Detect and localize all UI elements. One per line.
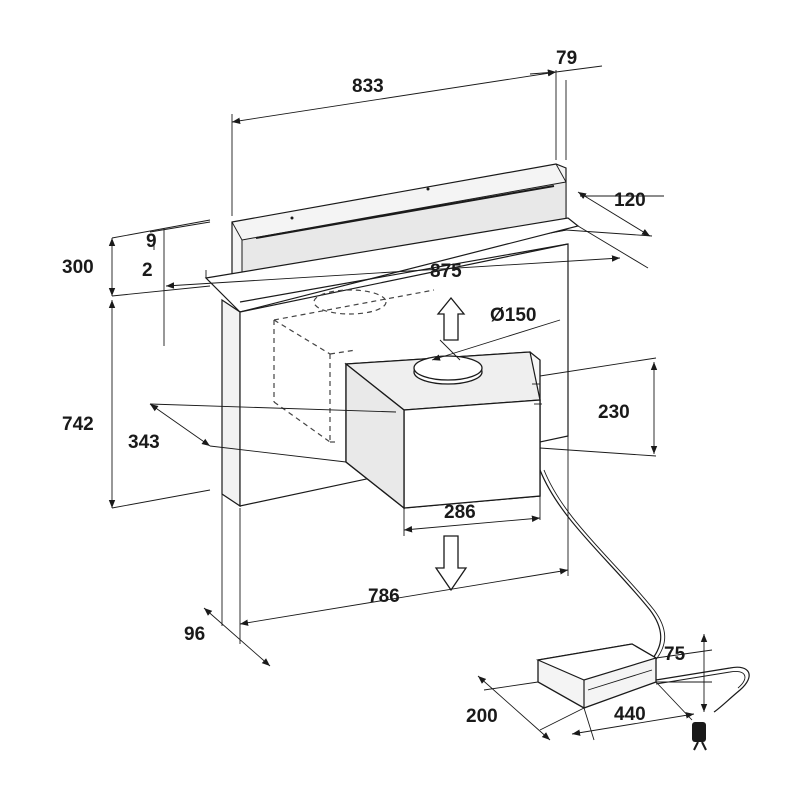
dim-96 xyxy=(203,494,271,667)
dim-label-79: 79 xyxy=(556,48,577,69)
dim-label-300: 300 xyxy=(62,257,94,278)
dim-300 xyxy=(108,219,211,346)
dim-label-440: 440 xyxy=(614,704,646,725)
dim-label-200: 200 xyxy=(466,706,498,727)
dim-75 xyxy=(655,634,713,712)
dim-150 xyxy=(431,319,561,361)
dim-label-96: 96 xyxy=(184,624,205,645)
plug-cable xyxy=(655,666,750,751)
dim-343 xyxy=(149,403,397,463)
dim-label-875: 875 xyxy=(430,261,462,282)
plug-icon xyxy=(692,722,706,742)
dim-875 xyxy=(165,225,649,289)
dim-label-343: 343 xyxy=(128,432,160,453)
dim-440 xyxy=(571,681,695,741)
dim-label-286: 286 xyxy=(444,502,476,523)
dim-label-2: 2 xyxy=(142,260,153,281)
dim-label-833: 833 xyxy=(352,76,384,97)
dim-286 xyxy=(403,496,541,536)
dim-742 xyxy=(108,300,211,509)
dim-120 xyxy=(565,191,664,237)
dim-label-230: 230 xyxy=(598,402,630,423)
airflow-down-arrow xyxy=(434,535,468,592)
dim-label-742: 742 xyxy=(62,414,94,435)
motor-box xyxy=(344,351,542,510)
dim-label-120: 120 xyxy=(614,190,646,211)
control-unit xyxy=(535,643,658,709)
dim-label-75: 75 xyxy=(664,644,686,665)
dim-label-9: 9 xyxy=(146,231,157,252)
power-cable xyxy=(539,469,665,663)
dim-833 xyxy=(231,65,603,216)
dim-label-diameter-150: Ø150 xyxy=(490,305,536,326)
dim-9-2 xyxy=(149,221,211,250)
dim-230 xyxy=(539,357,658,457)
airflow-up-arrow xyxy=(436,296,466,361)
dim-label-786: 786 xyxy=(368,586,400,607)
dim-200 xyxy=(477,675,585,741)
